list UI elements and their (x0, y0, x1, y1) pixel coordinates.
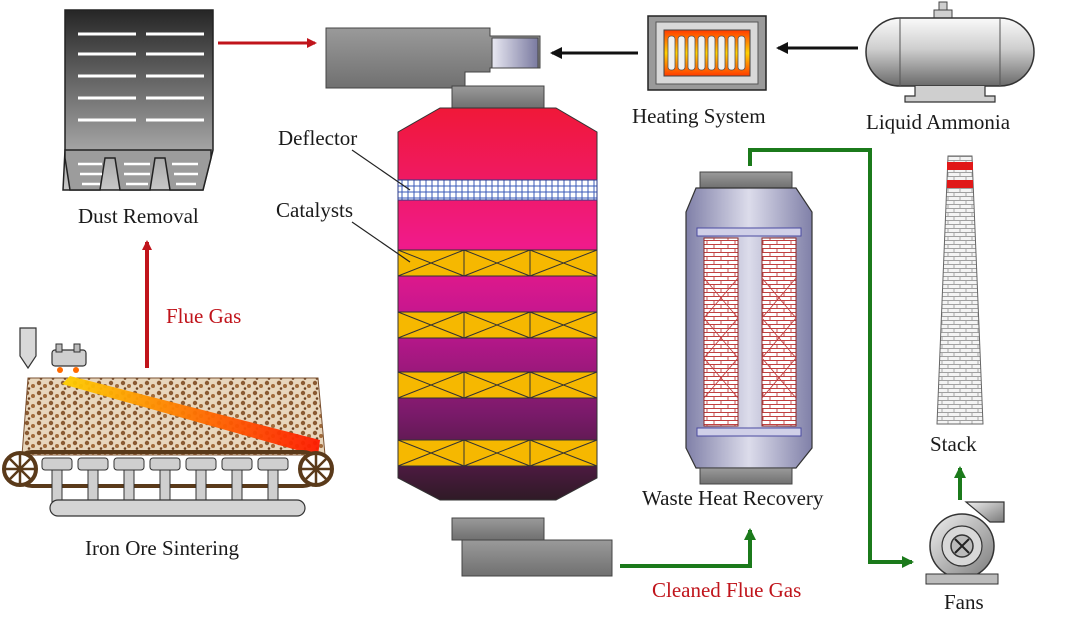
catalyst-layer (397, 439, 598, 467)
deflector-label: Deflector (278, 126, 358, 150)
reactor-body (397, 107, 598, 501)
flue-gas-label: Flue Gas (166, 304, 242, 328)
outlet-duct (461, 539, 613, 577)
flame-beam (62, 376, 320, 456)
dust-removal-label: Dust Removal (78, 204, 199, 228)
sprocket-left (2, 451, 38, 487)
deflector-mesh (397, 179, 598, 201)
cleaned-flue-gas-label: Cleaned Flue Gas (652, 578, 802, 602)
catalysts-label: Catalysts (276, 198, 353, 222)
liquid-ammonia-tank (865, 1, 1035, 103)
catalysts-leader (351, 221, 411, 263)
deflector-leader (351, 149, 411, 191)
waste-heat-recovery-unit (685, 171, 813, 485)
iron-ore-sintering-label: Iron Ore Sintering (85, 536, 239, 560)
liquid-ammonia-label: Liquid Ammonia (866, 110, 1011, 134)
catalyst-layer (397, 371, 598, 399)
cleaned-gas-line (620, 528, 756, 568)
sintering-machine (2, 327, 334, 517)
dust-removal-unit (62, 9, 214, 191)
catalyst-layer (397, 311, 598, 339)
heating-system-unit (647, 15, 767, 91)
sprocket-right (298, 451, 334, 487)
fans-label: Fans (944, 590, 984, 614)
tube-bank-left (703, 237, 739, 427)
waste-heat-recovery-label: Waste Heat Recovery (642, 486, 824, 510)
tube-bank-right (761, 237, 797, 427)
heating-system-label: Heating System (632, 104, 766, 128)
whr-to-fan-line (748, 148, 914, 568)
scr-reactor (325, 27, 613, 577)
ammonia-nozzle (491, 37, 539, 69)
stack-label: Stack (930, 432, 977, 456)
stack-chimney (936, 155, 984, 425)
fan-unit (925, 501, 1005, 585)
catalyst-layers (397, 249, 598, 467)
catalyst-layer (397, 249, 598, 277)
inlet-duct (325, 27, 541, 89)
